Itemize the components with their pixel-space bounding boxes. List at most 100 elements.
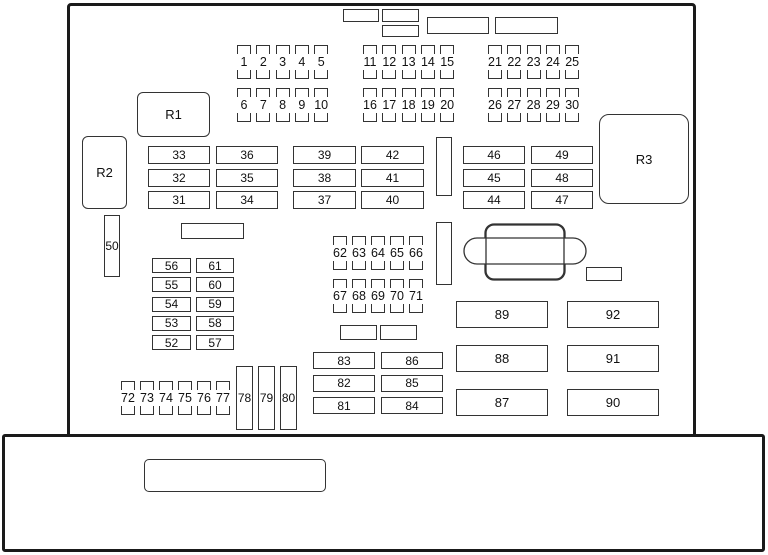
fuse-66: 66 [408, 236, 424, 270]
fuse-26: 26 [487, 88, 503, 122]
fuse-leg-top [390, 279, 404, 288]
fuse-31: 31 [148, 191, 210, 210]
spacer-block [181, 223, 244, 239]
fuse-leg-bottom [507, 70, 522, 79]
fuse-leg-bottom [371, 261, 385, 270]
fuse-leg-top [197, 381, 211, 390]
fuse-leg-top [420, 45, 435, 54]
fuse-68: 68 [351, 279, 367, 313]
fuse-label: 16 [363, 98, 377, 112]
fuse-48: 48 [531, 168, 593, 187]
fuse-leg-top [333, 279, 347, 288]
fuse-leg-top [526, 88, 541, 97]
relay-r1: R1 [137, 92, 210, 137]
fuse-leg-bottom [363, 70, 377, 79]
fuse-8: 8 [275, 88, 291, 122]
fuse-22: 22 [506, 45, 522, 79]
fuse-64: 64 [370, 236, 386, 270]
fuse-91: 91 [567, 345, 659, 372]
fuse-leg-bottom [314, 113, 329, 122]
fuse-label: 30 [565, 98, 580, 112]
fuse-leg-top [565, 88, 580, 97]
fuse-leg-bottom [382, 70, 397, 79]
fuse-85: 85 [381, 374, 443, 392]
fuse-25: 25 [564, 45, 580, 79]
fuse-label: 20 [440, 98, 455, 112]
fuse-9: 9 [294, 88, 310, 122]
fuse-leg-top [333, 236, 347, 245]
fuse-leg-bottom [440, 70, 455, 79]
fuse-label: 71 [409, 289, 423, 303]
fuse-41: 41 [361, 168, 424, 187]
connector-plug [463, 223, 587, 281]
fuse-leg-bottom [401, 113, 416, 122]
fuse-leg-top [314, 45, 329, 54]
fuse-44: 44 [463, 191, 525, 210]
fuse-leg-bottom [390, 261, 404, 270]
fuse-24: 24 [545, 45, 561, 79]
fuse-69: 69 [370, 279, 386, 313]
fuse-leg-bottom [333, 304, 347, 313]
fuse-leg-top [545, 45, 560, 54]
fuse-label: 14 [420, 55, 435, 69]
fuse-label: 21 [488, 55, 502, 69]
fuse-28: 28 [526, 88, 542, 122]
fuse-label: 17 [382, 98, 397, 112]
top-connector-1 [343, 9, 379, 22]
fuse-leg-bottom [545, 70, 560, 79]
fuse-leg-bottom [507, 113, 522, 122]
fuse-37: 37 [293, 191, 356, 210]
fuse-label: 72 [121, 391, 135, 405]
fuse-label: 5 [317, 55, 325, 69]
fuse-label: 69 [371, 289, 385, 303]
fuse-leg-bottom [294, 70, 309, 79]
top-connector-4 [427, 17, 489, 34]
fuse-79: 79 [258, 366, 275, 430]
fuse-label: 68 [352, 289, 366, 303]
fuse-74: 74 [158, 381, 174, 415]
fuse-leg-top [526, 45, 541, 54]
fuse-27: 27 [506, 88, 522, 122]
fuse-leg-bottom [488, 70, 502, 79]
fuse-label: 64 [371, 246, 385, 260]
fuse-14: 14 [420, 45, 436, 79]
fuse-leg-bottom [371, 304, 385, 313]
fuse-leg-bottom [526, 113, 541, 122]
fuse-label: 1 [240, 55, 248, 69]
fuse-13: 13 [401, 45, 417, 79]
fuse-leg-top [363, 88, 377, 97]
fuse-leg-bottom [314, 70, 329, 79]
fuse-leg-top [121, 381, 135, 390]
fuse-leg-bottom [409, 304, 423, 313]
fuse-leg-bottom [294, 113, 309, 122]
fuse-20: 20 [439, 88, 455, 122]
fuse-57: 57 [196, 335, 234, 351]
fuse-leg-top [401, 45, 416, 54]
fuse-label: 9 [298, 98, 306, 112]
fuse-leg-top [294, 45, 309, 54]
fuse-83: 83 [313, 352, 375, 369]
fuse-leg-top [565, 45, 580, 54]
fuse-29: 29 [545, 88, 561, 122]
fuse-36: 36 [216, 146, 278, 164]
fuse-leg-top [371, 279, 385, 288]
fuse-label: 63 [352, 246, 366, 260]
fuse-leg-top [352, 236, 366, 245]
fuse-leg-bottom [178, 406, 192, 415]
fuse-92: 92 [567, 301, 659, 328]
fuse-32: 32 [148, 168, 210, 187]
fuse-leg-top [488, 88, 502, 97]
fuse-leg-top [371, 236, 385, 245]
spacer-block-mid-2 [380, 325, 417, 340]
fuse-leg-top [382, 45, 397, 54]
vertical-slot-upper [436, 137, 452, 196]
fuse-5: 5 [313, 45, 329, 79]
fuse-7: 7 [255, 88, 271, 122]
fuse-70: 70 [389, 279, 405, 313]
fuse-leg-top [507, 88, 522, 97]
fuse-80: 80 [280, 366, 297, 430]
fuse-label: 2 [259, 55, 267, 69]
fuse-50: 50 [104, 215, 120, 277]
fuse-leg-top [256, 45, 271, 54]
